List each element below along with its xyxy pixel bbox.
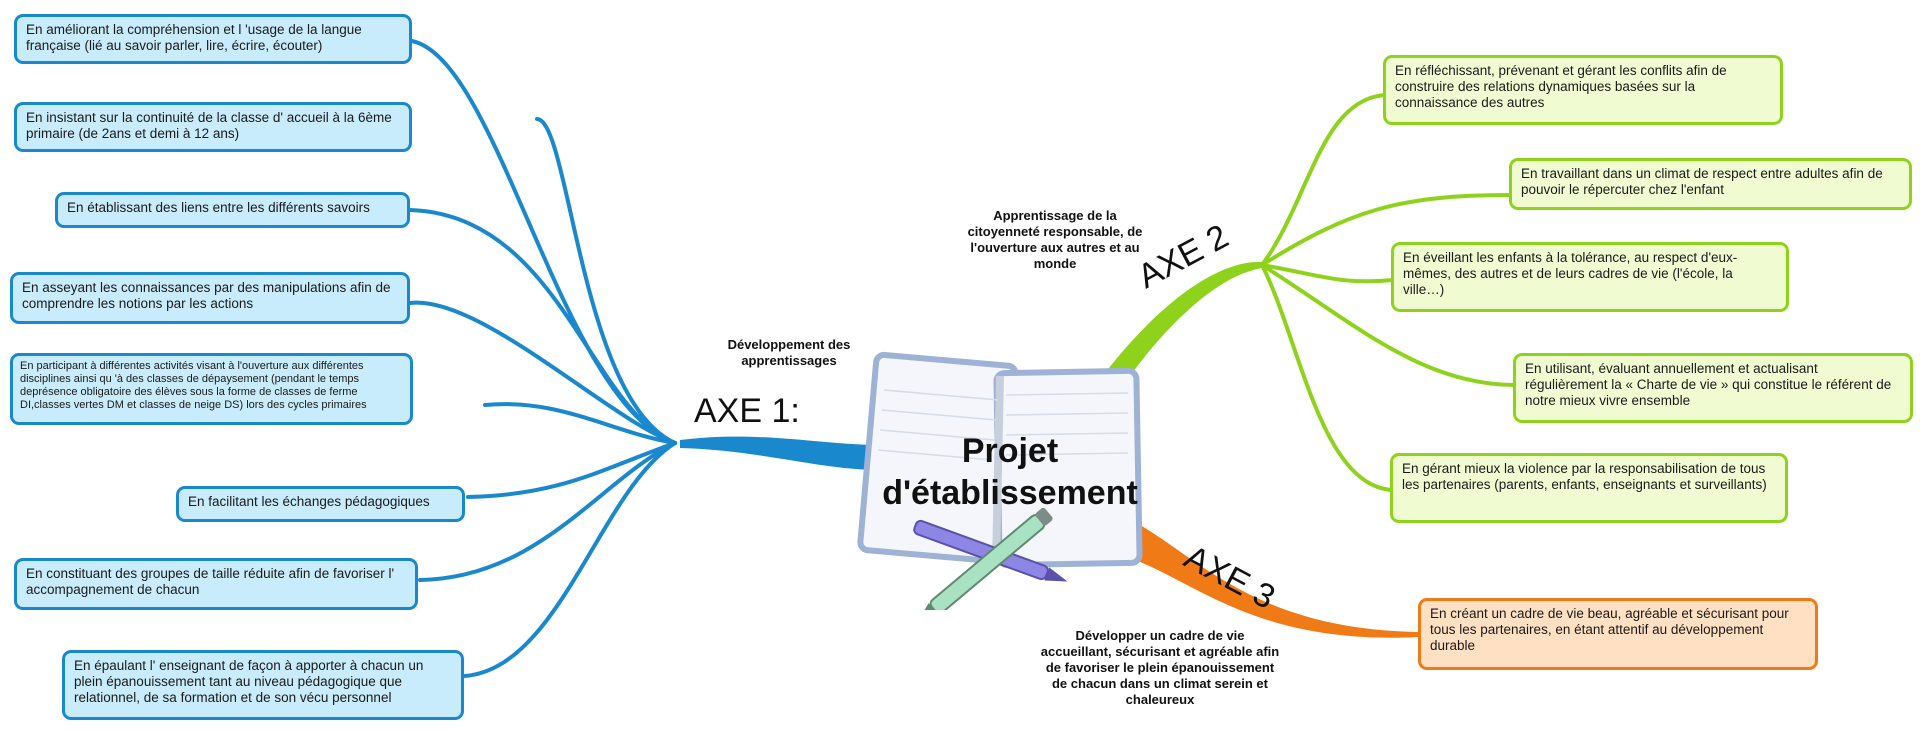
axe1-node-2: En insistant sur la continuité de la cla… [14,102,412,152]
axe2-sub-branches [1260,93,1517,492]
axe1-sub-branches [408,39,677,678]
central-title-line1: Projet [961,432,1059,470]
axe2-node-2: En travaillant dans un climat de respect… [1509,158,1912,210]
central-title-line2: d'établissement [882,474,1138,512]
axe1-node-6: En facilitant les échanges pédagogiques [176,486,465,522]
axe2-main-branch [1098,261,1262,384]
axe1-node-3: En établissant des liens entre les diffé… [55,192,410,228]
axe1-theme: Développement des apprentissages [727,337,851,368]
axe3-theme: Développer un cadre de vie accueillant, … [1040,628,1280,707]
axe3-main-branch [1135,525,1420,638]
axe1-main-branch [680,436,880,470]
axe1-label: AXE 1: [694,392,800,430]
axe1-node-5: En participant à différentes activités v… [10,353,413,425]
axe3-node-1: En créant un cadre de vie beau, agréable… [1418,598,1818,670]
axe1-node-1: En améliorant la compréhension et l 'usa… [14,14,412,64]
axe2-node-4: En utilisant, évaluant annuellement et a… [1513,353,1913,423]
axe1-node-8: En épaulant l' enseignant de façon à app… [62,650,464,720]
axe2-node-3: En éveillant les enfants à la tolérance,… [1391,242,1789,312]
axe1-node-7: En constituant des groupes de taille réd… [14,558,418,610]
notebook-pencil-icon [857,351,1143,610]
axe2-theme: Apprentissage de la citoyenneté responsa… [967,208,1143,271]
axe2-node-1: En réfléchissant, prévenant et gérant le… [1383,55,1783,125]
axe1-node-4: En asseyant les connaissances par des ma… [10,272,410,324]
central-title: Projet d'établissement [860,430,1160,514]
axe2-node-5: En gérant mieux la violence par la respo… [1390,453,1788,523]
